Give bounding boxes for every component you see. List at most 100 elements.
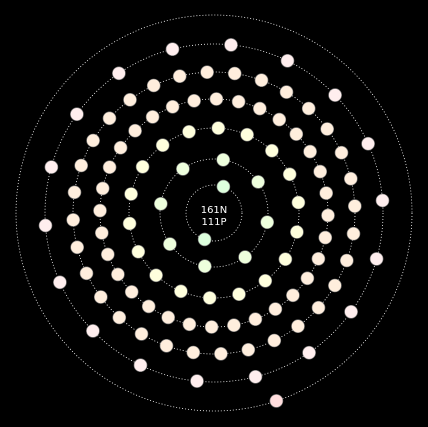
electron-shell-6 [165, 42, 180, 57]
electron-shell-6 [280, 53, 295, 68]
electron-shell-5 [134, 327, 149, 341]
electron-shell-4 [272, 112, 287, 127]
electron-shell-3 [149, 268, 163, 283]
electron-shell-4 [303, 144, 317, 159]
electron-shell-6 [328, 88, 342, 102]
electron-shell-3 [131, 244, 146, 259]
electrons [38, 38, 390, 408]
electron-shell-3 [155, 138, 170, 152]
electron-shell-3 [290, 225, 304, 239]
electron-shell-4 [268, 302, 283, 316]
electron-shell-5 [214, 346, 228, 361]
electron-shell-5 [79, 266, 94, 281]
electron-shell-5 [291, 319, 305, 334]
electron-shell-5 [347, 199, 362, 213]
electron-shell-4 [128, 123, 142, 138]
electron-shell-5 [123, 93, 137, 107]
electron-shell-4 [165, 100, 180, 114]
electron-shell-5 [86, 133, 100, 148]
electron-shell-6 [302, 345, 316, 360]
electron-shell-6 [70, 107, 84, 121]
electron-shell-3 [122, 216, 137, 231]
electron-shell-4 [231, 94, 246, 109]
electron-shell-3 [240, 127, 254, 142]
electron-shell-5 [112, 310, 127, 325]
electron-shell-4 [113, 140, 128, 155]
electron-shell-3 [282, 167, 297, 182]
electron-shell-4 [95, 181, 110, 196]
electron-shell-4 [145, 110, 160, 124]
neutron-count-label: 161N [201, 205, 228, 216]
electron-shell-5 [186, 345, 201, 360]
electron-shell-3 [258, 273, 273, 288]
electron-shell-5 [94, 290, 108, 304]
electron-shell-5 [301, 101, 316, 116]
electron-shell-4 [321, 208, 335, 223]
electron-shell-3 [232, 287, 246, 302]
electron-shell-4 [93, 203, 107, 218]
electron-shell-5 [146, 78, 161, 93]
electron-shell-4 [209, 92, 224, 106]
electron-shell-7 [269, 394, 284, 408]
electron-shell-6 [133, 358, 148, 373]
orbit-shell-2 [159, 158, 269, 268]
electron-shell-5 [159, 338, 174, 353]
electron-shell-2 [176, 162, 190, 176]
electron-shell-2 [251, 175, 265, 189]
electron-shell-3 [202, 291, 217, 305]
electron-shell-5 [311, 300, 326, 315]
orbit-shell-1 [185, 184, 243, 242]
electron-shell-5 [241, 342, 256, 357]
electron-shell-3 [211, 121, 226, 135]
electron-shell-4 [248, 312, 263, 327]
electron-shell-6 [375, 193, 390, 208]
electron-shell-4 [289, 127, 304, 141]
proton-count-label: 111P [201, 217, 226, 228]
electron-shell-6 [248, 369, 263, 384]
electron-shell-4 [101, 247, 115, 262]
electron-shell-4 [182, 317, 197, 332]
orbit-shell-6 [44, 43, 384, 383]
electron-shell-3 [265, 143, 279, 158]
electron-shell-5 [74, 158, 88, 173]
electron-shell-6 [53, 275, 67, 290]
electron-shell-5 [67, 185, 82, 200]
electron-shell-5 [343, 171, 358, 186]
electron-shell-4 [204, 320, 219, 334]
electron-shell-4 [313, 164, 328, 179]
electron-shell-4 [252, 101, 267, 116]
electron-shell-4 [161, 310, 175, 325]
electron-shell-4 [318, 230, 333, 245]
electron-shell-3 [278, 252, 293, 267]
electron-shell-5 [200, 65, 214, 79]
electron-shell-5 [334, 145, 349, 160]
electron-shell-5 [267, 333, 282, 348]
electron-shell-5 [346, 226, 361, 241]
electron-shell-4 [95, 226, 109, 240]
electron-shell-2 [260, 215, 275, 229]
electron-shell-4 [111, 267, 125, 282]
electron-shell-6 [44, 160, 59, 174]
electron-shell-4 [141, 299, 156, 314]
nucleus: 161N 111P [201, 205, 228, 228]
electron-shell-2 [198, 259, 212, 274]
electron-shell-6 [344, 304, 358, 319]
electron-shell-3 [182, 125, 196, 139]
orbit-shell-7 [15, 14, 413, 412]
electron-shell-2 [216, 153, 230, 167]
electron-shell-4 [227, 318, 241, 333]
electron-shell-2 [238, 250, 252, 264]
electron-shell-5 [320, 122, 335, 136]
electron-shell-1 [197, 232, 212, 247]
electron-shell-4 [102, 160, 117, 174]
electron-shell-5 [102, 111, 117, 126]
electron-shell-4 [300, 271, 315, 286]
electron-shell-4 [187, 94, 201, 108]
electron-shell-6 [224, 38, 238, 52]
electron-shell-5 [279, 85, 294, 99]
electron-shell-2 [163, 237, 177, 251]
electron-shell-4 [286, 288, 300, 303]
electron-shell-5 [328, 278, 342, 293]
electron-shell-3 [135, 160, 150, 174]
